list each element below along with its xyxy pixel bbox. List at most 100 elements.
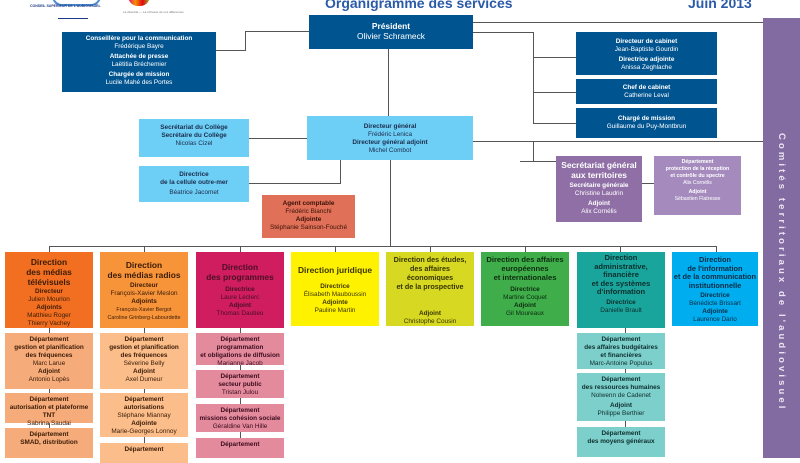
department-box: Département programmation et obligations… — [196, 333, 284, 367]
dept-line: Département — [601, 376, 641, 383]
comm-name-2: Laëtitia Bréchemier — [111, 61, 167, 68]
spectre-name-1: Alix Cornélis — [683, 180, 712, 186]
dept-line: gestion et planification — [109, 344, 179, 351]
dept-name: Marie-Georges Lonnoy — [111, 428, 177, 435]
connector — [390, 160, 391, 247]
direction-title: et de la communication — [673, 272, 757, 282]
cabinet-director-role: Directeur de cabinet — [615, 38, 678, 45]
direction-role: Adjoint — [228, 302, 251, 309]
dept-name: Séverine Belly — [123, 360, 165, 367]
connector — [249, 138, 307, 139]
dept-line: des affaires budgétaires — [584, 344, 658, 351]
department-box: Département missions cohésion sociale Gé… — [196, 404, 284, 432]
comm-role-1: Conseillère pour la communication — [85, 35, 193, 42]
direction-tv: Direction des médias télévisuels Directe… — [5, 252, 93, 328]
dept-name: Sabrina Saudai — [27, 420, 71, 427]
direction-name: Julien Mourlon — [28, 296, 70, 303]
territorial-committees-bar: Comités territoriaux de l'audiovisuel — [763, 18, 800, 458]
direction-title: Direction — [125, 260, 163, 270]
connector — [640, 183, 655, 184]
direction-title: des affaires économiques — [406, 264, 454, 282]
direction-role: Adjointe — [702, 308, 728, 316]
direction-title: Direction juridique — [298, 265, 372, 275]
college-title: Secrétariat du Collège — [160, 124, 228, 131]
spectre-line-3: et contrôle du spectre — [670, 173, 725, 179]
college-box: Secrétariat du Collège Secrétaire du Col… — [139, 119, 249, 157]
dept-line: secteur public — [218, 381, 262, 388]
direction-title: Direction des affaires — [486, 255, 564, 264]
connector — [240, 246, 241, 252]
dg-box: Directeur général Frédéric Lenica Direct… — [307, 116, 473, 160]
president-title: Président — [371, 21, 411, 31]
connector — [473, 141, 763, 142]
comm-name-1: Frédérique Bayre — [114, 43, 164, 50]
dept-line: programmation — [216, 344, 264, 351]
dept-name: Géraldine Van Hille — [212, 423, 268, 430]
sgt-name-2: Alix Cornélis — [581, 208, 617, 215]
connector — [533, 141, 534, 161]
dept-line: Département — [601, 430, 641, 437]
direction-name: Martine Coquet — [503, 294, 547, 301]
direction-name: Bénédicte Brissart — [689, 300, 741, 308]
cabinet-director-name: Jean-Baptiste Gourdin — [614, 46, 679, 53]
sgt-title-1: Secrétariat général — [561, 160, 637, 170]
connector — [249, 183, 340, 184]
comptable-role-1: Agent comptable — [282, 200, 335, 207]
comptable-role-2: Adjointe — [295, 216, 322, 223]
direction-name: Laurence Dario — [693, 316, 737, 324]
dept-line: Département — [220, 441, 260, 448]
direction-title: financière — [603, 270, 639, 280]
department-box: Département autorisation et plateforme T… — [5, 393, 93, 427]
spectre-box: Département protection de la réception e… — [654, 156, 741, 215]
department-box: Département des ressources humaines Nolw… — [577, 373, 665, 421]
dept-name: Stéphane Miannay — [117, 412, 171, 419]
connector — [533, 57, 576, 58]
connector — [533, 92, 576, 93]
spectre-line-1: Département — [681, 159, 714, 165]
direction-role: Adjoint — [418, 310, 441, 317]
direction-title: et de la prospective — [396, 282, 464, 291]
cabinet-chief-name: Catherine Leval — [624, 92, 669, 99]
cabinet-chief-box: Chef de cabinet Catherine Leval — [576, 79, 717, 104]
direction-title: et internationales — [493, 273, 557, 282]
cabinet-deputy-name: Anissa Zeghlache — [621, 64, 672, 71]
department-box: Département gestion et planification des… — [100, 333, 188, 389]
cabinet-deputy-role: Directrice adjointe — [618, 56, 675, 63]
department-box: Département gestion et planification des… — [5, 333, 93, 389]
direction-role: Directrice — [510, 286, 540, 293]
dept-line: SMAD, distribution — [20, 439, 78, 446]
dept-name: Antonio Lopès — [28, 376, 70, 383]
department-box: Département des affaires budgétaires et … — [577, 333, 665, 369]
connector — [620, 246, 621, 252]
dept-line: missions cohésion sociale — [199, 415, 281, 422]
logo-underline — [58, 18, 88, 19]
comptable-name-1: Frédéric Bianchi — [285, 208, 332, 215]
direction-name: Danielle Brault — [600, 306, 642, 314]
dept-line: Département — [124, 336, 164, 343]
direction-title: européennes — [501, 264, 549, 273]
direction-title: des médias radios — [107, 270, 181, 280]
direction-title: des médias télévisuels — [26, 267, 72, 287]
direction-title: et des systèmes — [591, 278, 651, 288]
dept-line: et financières — [600, 352, 642, 359]
direction-role: Directrice — [320, 283, 350, 290]
dept-line: Département — [220, 373, 260, 380]
department-box: Département autorisations Stéphane Miann… — [100, 393, 188, 437]
direction-role: Adjointe — [322, 299, 348, 306]
sgt-box: Secrétariat général aux territoires Secr… — [556, 156, 642, 222]
dept-line: Département — [29, 431, 69, 438]
direction-title: Direction — [30, 257, 68, 267]
outremer-title-1: Directrice — [179, 171, 209, 178]
sgt-title-2: aux territoires — [571, 170, 627, 180]
direction-name: Thierry Vachey — [27, 320, 71, 327]
direction-title: des programmes — [206, 272, 274, 282]
department-box: Département des moyens généraux — [577, 427, 665, 457]
dept-line: gestion et planification — [14, 344, 84, 351]
outremer-box: Directrice de la cellule outre-mer Béatr… — [139, 166, 249, 202]
dept-role: Adjoint — [132, 368, 155, 375]
direction-role: Directrice — [700, 292, 730, 300]
dept-name: Axel Dumeur — [125, 376, 163, 383]
direction-title: institutionnelle — [688, 280, 742, 290]
dept-line: Département — [29, 336, 69, 343]
direction-role: Directeur — [129, 282, 159, 289]
